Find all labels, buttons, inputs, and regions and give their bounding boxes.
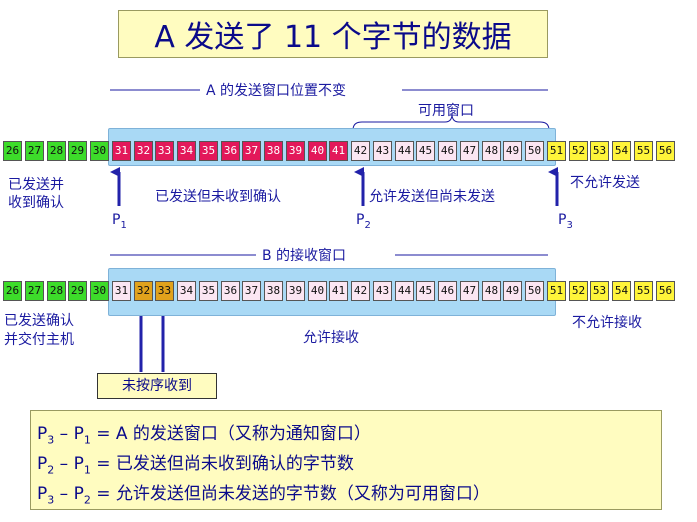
recv-byte-41: 41 [329,281,348,301]
send-byte-53: 53 [590,141,609,161]
recv-byte-49: 49 [503,281,522,301]
pointer-p2: P2 [356,212,371,231]
pointer-p3: P3 [558,212,573,231]
recv-byte-45: 45 [416,281,435,301]
diagram-title: A 发送了 11 个字节的数据 [118,10,548,58]
recv-byte-44: 44 [395,281,414,301]
recv-byte-48: 48 [482,281,501,301]
send-byte-56: 56 [656,141,675,161]
send-window-label: A 的发送窗口位置不变 [206,83,347,99]
send-byte-47: 47 [460,141,479,161]
allowed-recv-label: 允许接收 [303,330,359,346]
recv-window-label: B 的接收窗口 [262,248,347,264]
send-byte-54: 54 [612,141,631,161]
recv-byte-55: 55 [634,281,653,301]
recv-byte-31: 31 [112,281,131,301]
recv-byte-35: 35 [199,281,218,301]
recv-byte-33: 33 [155,281,174,301]
send-byte-31: 31 [112,141,131,161]
send-byte-27: 27 [25,141,44,161]
recv-byte-37: 37 [242,281,261,301]
recv-byte-52: 52 [569,281,588,301]
recv-byte-30: 30 [90,281,109,301]
send-byte-30: 30 [90,141,109,161]
send-byte-55: 55 [634,141,653,161]
formula-box: P3 – P1 = A 的发送窗口（又称为通知窗口） P2 – P1 = 已发送… [30,410,662,510]
send-byte-40: 40 [308,141,327,161]
recv-byte-51: 51 [547,281,566,301]
send-byte-29: 29 [68,141,87,161]
allowed-send-label: 允许发送但尚未发送 [369,189,495,205]
recv-byte-43: 43 [373,281,392,301]
send-byte-48: 48 [482,141,501,161]
recv-left-label: 已发送确认 并交付主机 [4,313,74,348]
send-byte-36: 36 [221,141,240,161]
recv-byte-47: 47 [460,281,479,301]
send-byte-49: 49 [503,141,522,161]
send-byte-28: 28 [47,141,66,161]
send-byte-43: 43 [373,141,392,161]
recv-byte-29: 29 [68,281,87,301]
recv-byte-42: 42 [351,281,370,301]
send-byte-41: 41 [329,141,348,161]
recv-byte-27: 27 [25,281,44,301]
send-byte-52: 52 [569,141,588,161]
recv-byte-46: 46 [438,281,457,301]
send-byte-34: 34 [177,141,196,161]
pointer-p1: P1 [112,212,127,231]
formula-line-2: P2 – P1 = 已发送但尚未收到确认的字节数 [37,454,354,477]
recv-byte-34: 34 [177,281,196,301]
send-byte-35: 35 [199,141,218,161]
send-byte-33: 33 [155,141,174,161]
usable-window-label: 可用窗口 [418,103,474,119]
send-byte-50: 50 [525,141,544,161]
recv-byte-38: 38 [264,281,283,301]
sent-unacked-label: 已发送但未收到确认 [155,189,281,205]
out-of-order-note: 未按序收到 [97,373,217,399]
send-byte-42: 42 [351,141,370,161]
send-byte-45: 45 [416,141,435,161]
send-left-label: 已发送并 收到确认 [8,177,64,211]
usable-window-brace [352,113,550,131]
recv-byte-53: 53 [590,281,609,301]
recv-byte-39: 39 [286,281,305,301]
recv-byte-56: 56 [656,281,675,301]
recv-byte-32: 32 [134,281,153,301]
recv-byte-26: 26 [3,281,22,301]
recv-byte-28: 28 [47,281,66,301]
formula-line-1: P3 – P1 = A 的发送窗口（又称为通知窗口） [37,424,371,447]
send-byte-51: 51 [547,141,566,161]
not-allowed-recv-label: 不允许接收 [572,315,642,331]
recv-byte-40: 40 [308,281,327,301]
send-byte-32: 32 [134,141,153,161]
send-byte-39: 39 [286,141,305,161]
send-byte-26: 26 [3,141,22,161]
formula-line-3: P3 – P2 = 允许发送但尚未发送的字节数（又称为可用窗口） [37,484,490,507]
send-byte-46: 46 [438,141,457,161]
recv-byte-50: 50 [525,281,544,301]
recv-byte-36: 36 [221,281,240,301]
send-byte-44: 44 [395,141,414,161]
not-allowed-send-label: 不允许发送 [570,175,640,191]
recv-byte-54: 54 [612,281,631,301]
send-byte-37: 37 [242,141,261,161]
send-byte-38: 38 [264,141,283,161]
